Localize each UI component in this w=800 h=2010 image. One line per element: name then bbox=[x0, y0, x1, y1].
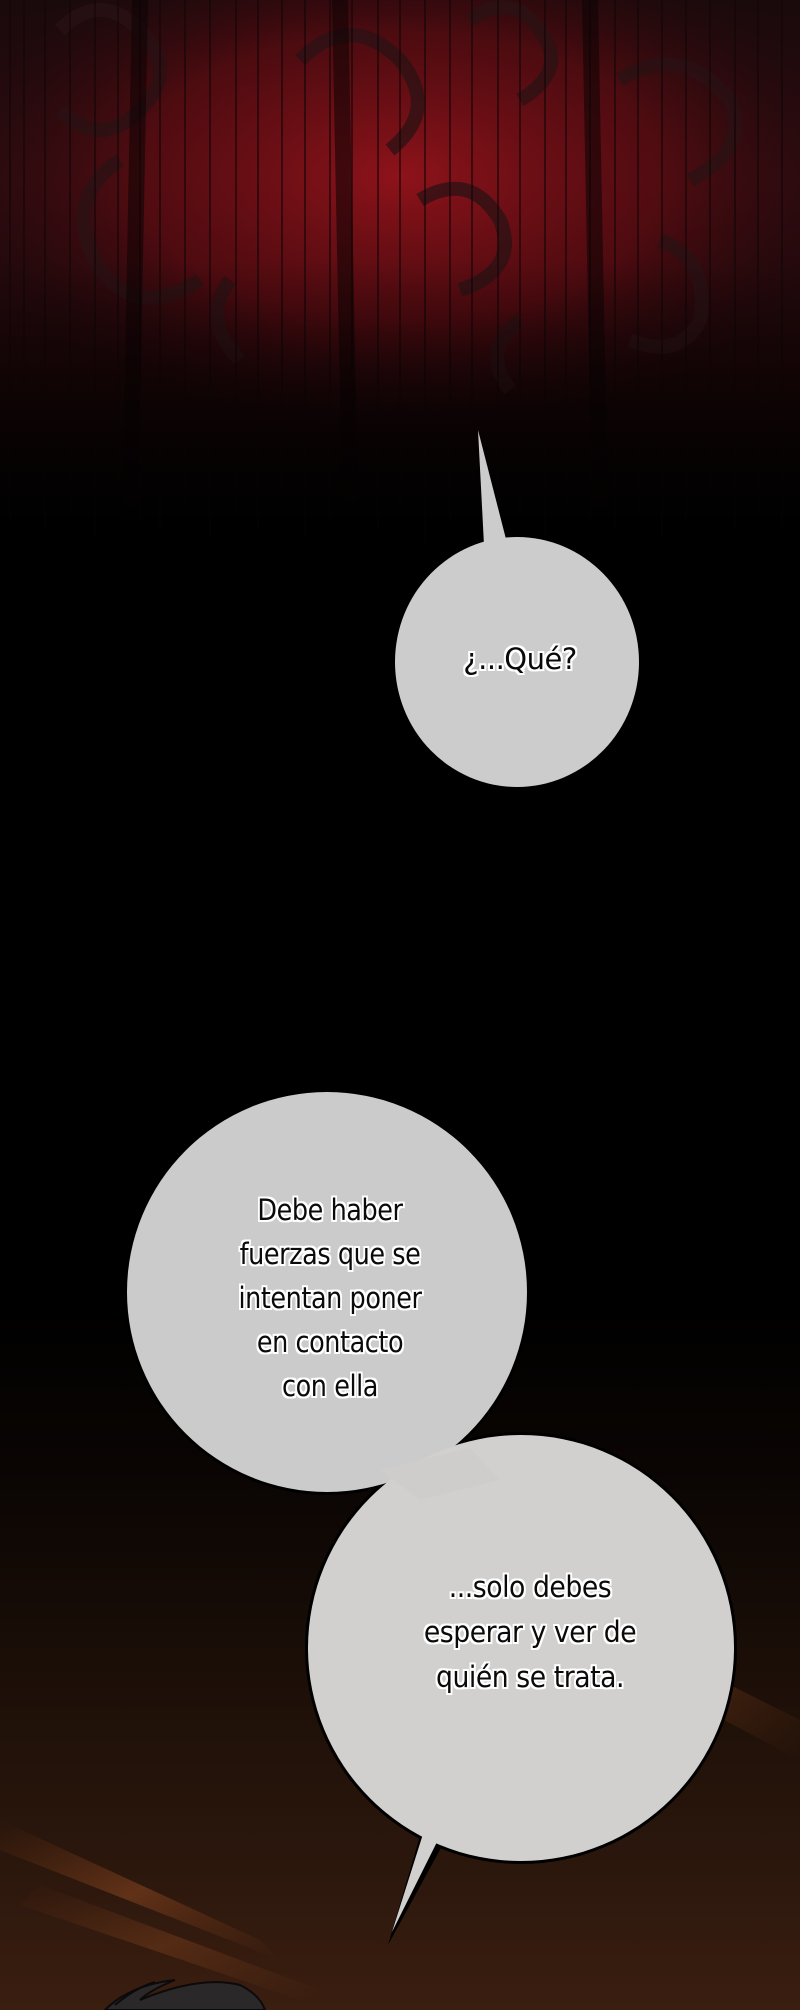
bubble-1-line: ¿...Qué? bbox=[463, 642, 577, 676]
bubble-2-text: Debe haber fuerzas que se intentan poner… bbox=[189, 1188, 471, 1408]
bubble-3-line: quién se trata. bbox=[435, 1660, 625, 1694]
bubble-1-text: ¿...Qué? bbox=[420, 642, 620, 676]
bubble-2-line: intentan poner bbox=[238, 1281, 422, 1315]
bubble-3-text: ...solo debes esperar y ver de quién se … bbox=[383, 1565, 677, 1700]
bubble-2-line: fuerzas que se bbox=[239, 1237, 421, 1271]
bubble-3-line: esperar y ver de bbox=[423, 1615, 637, 1649]
speech-bubble-1 bbox=[395, 430, 639, 787]
bubble-3-line: ...solo debes bbox=[448, 1570, 612, 1604]
wallpaper-pattern bbox=[0, 0, 800, 600]
bubble-2-line: Debe haber bbox=[257, 1193, 403, 1227]
bubble-2-line: en contacto bbox=[256, 1325, 404, 1359]
bubble-2-line: con ella bbox=[282, 1369, 378, 1403]
character-hair bbox=[103, 1979, 267, 2010]
speech-bubble-2-3 bbox=[124, 1089, 737, 1945]
